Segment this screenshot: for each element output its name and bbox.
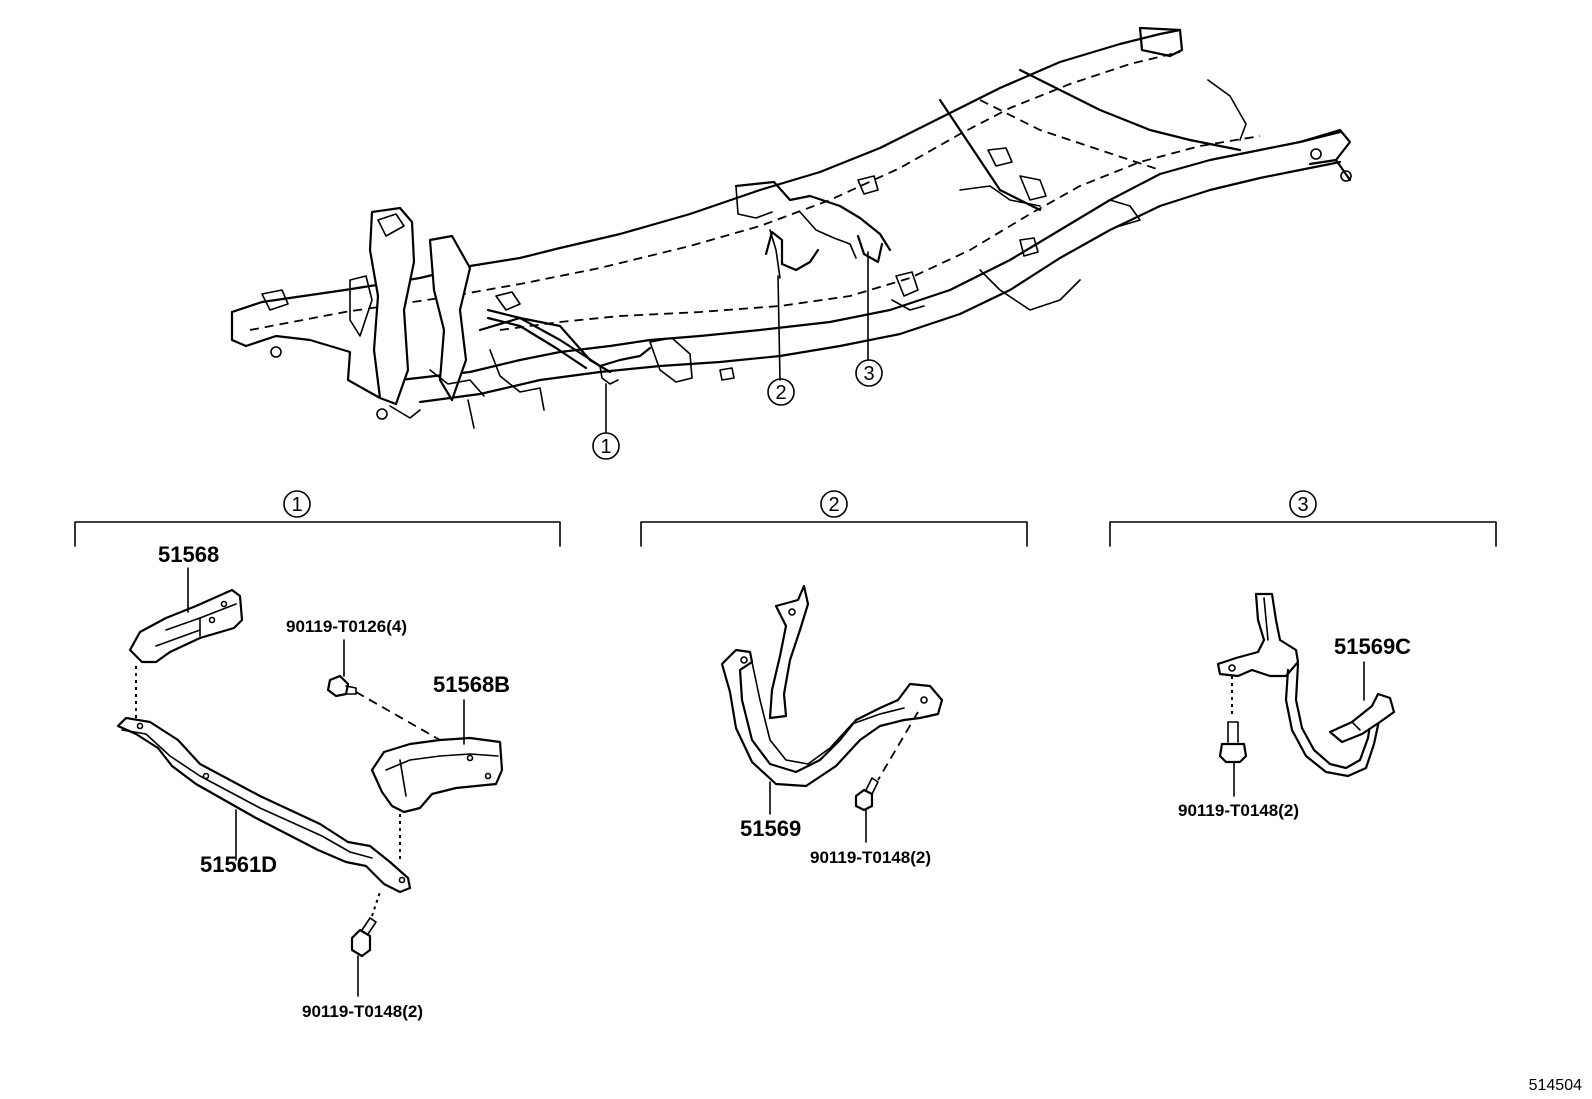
part-label-51569: 51569 bbox=[740, 816, 801, 841]
group-2: 2 51569 90119-T0148(2) bbox=[640, 490, 1028, 867]
diagram-id: 514504 bbox=[1529, 1077, 1582, 1094]
part-51568B-illustration bbox=[370, 699, 504, 814]
part-label-51569C: 51569C bbox=[1334, 634, 1411, 659]
svg-text:3: 3 bbox=[1297, 494, 1308, 516]
part-51569C-illustration bbox=[1216, 592, 1396, 778]
part-51561D-illustration bbox=[116, 716, 412, 894]
callout-1: 1 bbox=[592, 432, 620, 460]
bolt-label-90119-T0148-group1: 90119-T0148(2) bbox=[302, 1002, 423, 1021]
part-51568-illustration bbox=[128, 567, 244, 664]
svg-text:1: 1 bbox=[600, 436, 611, 458]
group-1-header: 1 bbox=[74, 490, 561, 547]
svg-text:2: 2 bbox=[828, 494, 839, 516]
callout-2: 2 bbox=[767, 378, 795, 406]
bolt-90119-T0126-illustration bbox=[326, 639, 357, 698]
bolt-90119-T0148-illustration-3 bbox=[1218, 721, 1248, 797]
part-51569-illustration bbox=[720, 584, 944, 815]
svg-text:3: 3 bbox=[863, 363, 874, 385]
part-label-51568B: 51568B bbox=[433, 672, 510, 697]
bolt-90119-T0148-illustration-1 bbox=[350, 917, 377, 997]
svg-text:1: 1 bbox=[291, 494, 302, 516]
part-label-51568: 51568 bbox=[158, 542, 219, 567]
bolt-label-90119-T0126: 90119-T0126(4) bbox=[286, 617, 407, 636]
group-1: 1 bbox=[74, 490, 561, 1021]
group-3: 3 51569C 90119-T0148(2) bbox=[1109, 490, 1497, 820]
group-3-header: 3 bbox=[1109, 490, 1497, 547]
bolt-90119-T0148-illustration-2 bbox=[854, 777, 879, 843]
vehicle-frame-illustration bbox=[230, 26, 1352, 433]
part-label-51561D: 51561D bbox=[200, 852, 277, 877]
callout-3: 3 bbox=[855, 359, 883, 387]
bolt-label-90119-T0148-group2: 90119-T0148(2) bbox=[810, 848, 931, 867]
svg-text:2: 2 bbox=[775, 382, 786, 404]
bolt-label-90119-T0148-group3: 90119-T0148(2) bbox=[1178, 801, 1299, 820]
group-2-header: 2 bbox=[640, 490, 1028, 547]
